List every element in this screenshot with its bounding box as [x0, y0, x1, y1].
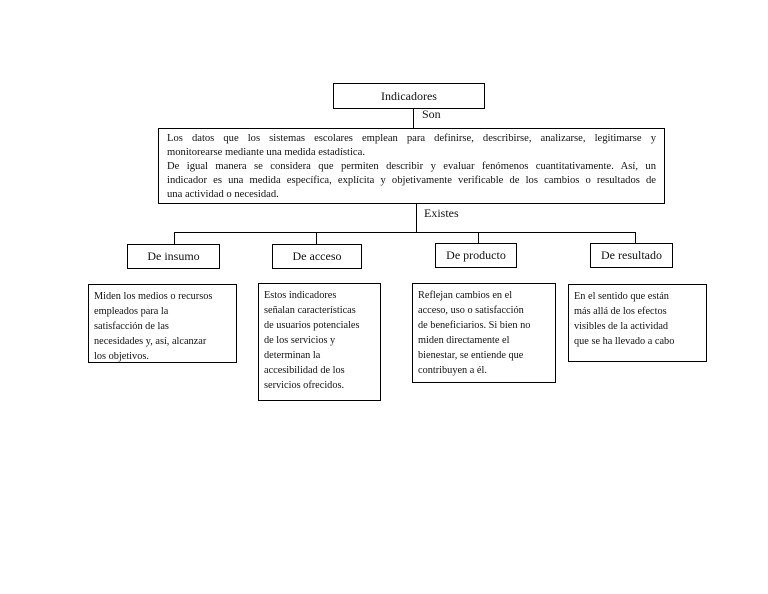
branch-stub-de-insumo	[174, 232, 175, 245]
definition-node: Los datos que los sistemas escolares emp…	[158, 128, 665, 204]
description-node-de-insumo: Miden los medios o recursos empleados pa…	[88, 284, 237, 363]
root-node-indicadores: Indicadores	[333, 83, 485, 109]
category-label: De insumo	[147, 249, 200, 263]
description-node-de-acceso: Estos indicadores señalan característica…	[258, 283, 381, 401]
connector-label-son: Son	[422, 107, 441, 121]
definition-line: indicador es una medida específica, expl…	[167, 175, 656, 186]
definition-line: De igual manera se considera que permite…	[167, 161, 656, 172]
branch-stub-de-acceso	[316, 232, 317, 245]
connector-root-to-definition	[413, 108, 414, 128]
description-node-de-resultado: En el sentido que están más allá de los …	[568, 284, 707, 362]
connector-definition-to-branch	[416, 204, 417, 233]
category-label: De acceso	[292, 249, 342, 263]
branch-horizontal-line	[174, 232, 636, 233]
category-node-de-resultado: De resultado	[590, 243, 673, 268]
category-node-de-insumo: De insumo	[127, 244, 220, 269]
description-node-de-producto: Reflejan cambios en el acceso, uso o sat…	[412, 283, 556, 383]
category-node-de-producto: De producto	[435, 243, 517, 268]
category-node-de-acceso: De acceso	[272, 244, 362, 269]
branch-stub-de-producto	[478, 232, 479, 244]
branch-stub-de-resultado	[635, 232, 636, 244]
definition-line: monitorearse mediante una medida estadís…	[167, 147, 365, 158]
connector-label-existes: Existes	[424, 206, 459, 220]
definition-line: Los datos que los sistemas escolares emp…	[167, 133, 656, 144]
root-node-label: Indicadores	[381, 89, 437, 103]
category-label: De resultado	[601, 248, 662, 262]
definition-line: una actividad o necesidad.	[167, 189, 279, 200]
category-label: De producto	[446, 248, 506, 262]
